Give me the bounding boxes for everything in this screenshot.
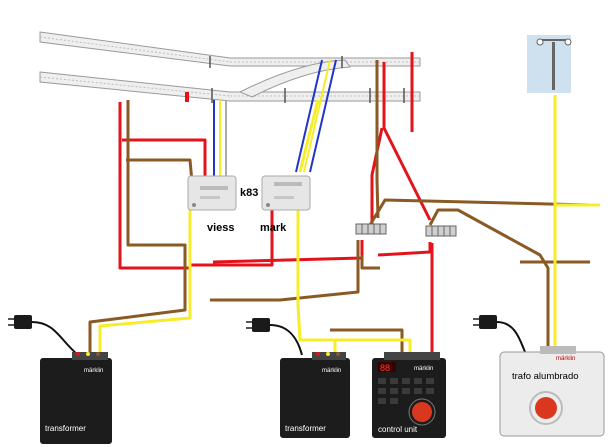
transformer-middle[interactable]: märklin — [280, 352, 350, 438]
keypad[interactable] — [378, 378, 434, 404]
power-plug-icon — [473, 315, 497, 329]
lower-track-rail-icon — [39, 71, 421, 102]
lamp-post-icon — [527, 35, 572, 93]
brand-logo: märklin — [414, 366, 433, 372]
track-layout — [39, 31, 421, 103]
k83-label: k83 — [240, 187, 258, 199]
control-unit[interactable]: 88 märklin — [372, 352, 446, 438]
transformer-left-label: transformer — [45, 424, 86, 433]
lighting-transformer[interactable]: märklin — [499, 346, 605, 437]
brand-logo: märklin — [322, 368, 341, 374]
viess-label: viess — [207, 222, 235, 234]
transformer-mid-label: transformer — [285, 424, 326, 433]
control-unit-label: control unit — [378, 425, 418, 434]
digital-display: 88 — [380, 363, 390, 373]
terminal-strip-right — [425, 225, 457, 237]
transformer-left[interactable]: märklin — [40, 352, 112, 444]
wires — [31, 52, 600, 360]
mark-label: mark — [260, 222, 287, 234]
brand-logo: märklin — [556, 356, 575, 362]
upper-track-rail-icon — [39, 31, 421, 67]
dial-knob-icon[interactable] — [412, 402, 432, 422]
trafo-alumbrado-label: trafo alumbrado — [512, 371, 579, 382]
power-plug-icon — [246, 318, 270, 332]
dial-knob-icon[interactable] — [535, 397, 557, 419]
decoder-module-mark[interactable] — [261, 175, 311, 211]
decoder-module-viess[interactable] — [187, 175, 237, 211]
brand-logo: märklin — [84, 368, 103, 374]
terminal-strip-left — [355, 223, 387, 235]
power-plug-icon — [8, 315, 32, 329]
crossover-rail-icon — [238, 59, 351, 98]
